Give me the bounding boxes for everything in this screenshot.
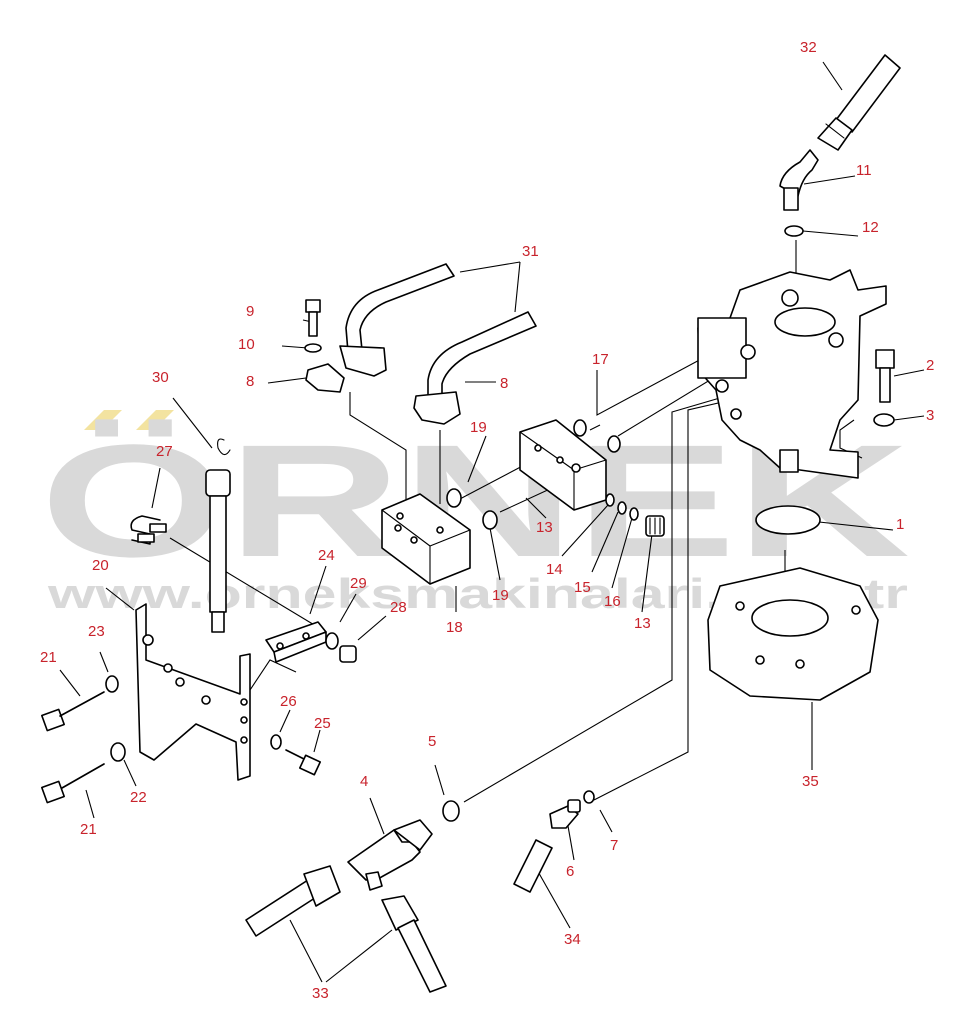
callout-5: 5 [428, 733, 436, 750]
o-ring-17b [607, 435, 621, 453]
callout-12: 12 [862, 219, 879, 236]
callout-labels: 1 2 3 4 5 6 7 8 8 9 10 11 12 13 13 14 15… [40, 39, 934, 1002]
callout-26: 26 [280, 693, 297, 710]
callout-10: 10 [238, 336, 255, 353]
watermark-accent-left [84, 410, 122, 430]
washer-10 [304, 343, 322, 353]
manifold-block-18 [381, 493, 471, 585]
callout-2: 2 [926, 357, 934, 374]
o-ring-19a [446, 488, 462, 508]
hose-34 [513, 839, 553, 893]
callout-20: 20 [92, 557, 109, 574]
hose-33b [381, 895, 447, 993]
o-ring-14 [605, 493, 615, 507]
callout-8-right: 8 [500, 375, 508, 392]
callout-21-bottom: 21 [80, 821, 97, 838]
o-ring-5 [442, 800, 460, 822]
callout-24: 24 [318, 547, 335, 564]
callout-25: 25 [314, 715, 331, 732]
o-ring-7 [583, 790, 595, 804]
u-bolt-27 [130, 515, 167, 545]
callout-16: 16 [604, 593, 621, 610]
hose-32 [817, 54, 901, 151]
swing-motor-assembly [697, 269, 887, 479]
washer-26 [270, 734, 282, 750]
callout-8-left: 8 [246, 373, 254, 390]
ring-15 [617, 501, 627, 515]
callout-9: 9 [246, 303, 254, 320]
callout-22: 22 [130, 789, 147, 806]
washer-29 [325, 632, 339, 650]
fitting-6 [549, 799, 581, 829]
callout-13-block: 13 [536, 519, 553, 536]
tube-31 [339, 263, 537, 425]
callout-3: 3 [926, 407, 934, 424]
callout-19-top: 19 [470, 419, 487, 436]
callout-14: 14 [546, 561, 563, 578]
callout-21-top: 21 [40, 649, 57, 666]
callout-27: 27 [156, 443, 173, 460]
callout-6: 6 [566, 863, 574, 880]
callout-18: 18 [446, 619, 463, 636]
callout-34: 34 [564, 931, 581, 948]
bolt-9 [305, 299, 321, 337]
elbow-fitting-11 [779, 149, 819, 211]
bolt-25 [285, 749, 322, 776]
nut-28 [339, 645, 357, 663]
callout-15: 15 [574, 579, 591, 596]
callout-1: 1 [896, 516, 904, 533]
ring-16 [629, 507, 639, 521]
callout-19-bottom: 19 [492, 587, 509, 604]
bolt-2 [875, 349, 895, 403]
washer-3 [873, 413, 895, 427]
damper-30 [205, 438, 231, 633]
plate-24 [265, 621, 327, 663]
o-ring-1 [755, 505, 821, 535]
washer-22 [110, 742, 126, 762]
callout-4: 4 [360, 773, 368, 790]
o-ring-19b [482, 510, 498, 530]
callout-30: 30 [152, 369, 169, 386]
callout-32: 32 [800, 39, 817, 56]
hose-33a [245, 865, 341, 937]
callout-11: 11 [856, 162, 872, 179]
washer-23 [105, 675, 119, 693]
o-ring-12 [784, 225, 804, 237]
callout-17: 17 [592, 351, 609, 368]
callout-31: 31 [522, 243, 539, 260]
plug-13 [645, 515, 665, 537]
callout-23: 23 [88, 623, 105, 640]
housing-35 [707, 567, 879, 701]
callout-13-plug: 13 [634, 615, 651, 632]
bracket-20 [135, 603, 251, 781]
callout-35: 35 [802, 773, 819, 790]
leader-lines [59, 61, 925, 983]
split-flange-8 [305, 363, 345, 393]
o-ring-17a [573, 419, 587, 437]
callout-29: 29 [350, 575, 367, 592]
callout-7: 7 [610, 837, 618, 854]
callout-33: 33 [312, 985, 329, 1002]
tee-fitting-4 [347, 819, 433, 891]
bolt-21a [41, 691, 105, 732]
watermark-accent-right [136, 410, 174, 430]
callout-28: 28 [390, 599, 407, 616]
bolt-21b [41, 763, 105, 804]
